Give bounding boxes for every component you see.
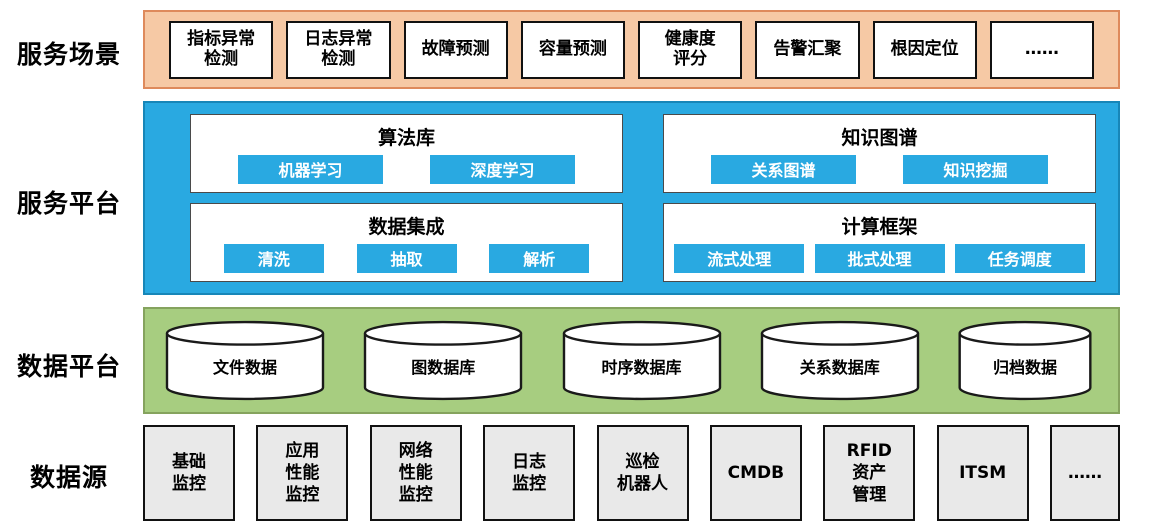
scenario-item-capacity: 容量预测 (520, 20, 625, 79)
source-basic-monitoring: 基础 监控 (143, 425, 235, 521)
data-platform-band: 文件数据 图数据库 时序数据库 关系数据库 (143, 307, 1120, 414)
database-label: 关系数据库 (799, 357, 880, 377)
cylinder-shape-icon (958, 320, 1092, 402)
button-knowledge-mining: 知识挖掘 (903, 154, 1048, 184)
database-cylinder-graph: 图数据库 (363, 320, 523, 402)
panel-algorithm-library: 算法库 机器学习 深度学习 (190, 114, 623, 193)
panel-knowledge-graph: 知识图谱 关系图谱 知识挖掘 (663, 114, 1096, 193)
button-cleaning: 清洗 (223, 243, 324, 273)
panel-computing-framework: 计算框架 流式处理 批式处理 任务调度 (663, 203, 1096, 282)
database-label: 时序数据库 (601, 357, 682, 377)
panel-button-row: 清洗 抽取 解析 (191, 243, 622, 273)
scenario-item-log-anomaly: 日志异常 检测 (286, 20, 391, 79)
database-cylinder-file: 文件数据 (165, 320, 325, 402)
database-label: 文件数据 (212, 357, 277, 377)
data-source-row: 基础 监控 应用 性能 监控 网络 性能 监控 日志 监控 巡检 机器人 CMD… (143, 425, 1120, 521)
scenario-item-fault-prediction: 故障预测 (403, 20, 508, 79)
cylinder-shape-icon (165, 320, 325, 402)
scenario-item-health-score: 健康度 评分 (638, 20, 743, 79)
layer-label-data-source: 数据源 (29, 463, 108, 492)
cylinder-shape-icon (562, 320, 722, 402)
panel-title: 算法库 (377, 127, 435, 150)
source-npm: 网络 性能 监控 (369, 425, 462, 521)
button-deep-learning: 深度学习 (430, 154, 575, 184)
scenario-item-metric-anomaly: 指标异常 检测 (169, 20, 274, 79)
database-cylinder-timeseries: 时序数据库 (562, 320, 722, 402)
panel-data-integration: 数据集成 清洗 抽取 解析 (190, 203, 623, 282)
panel-button-row: 机器学习 深度学习 (191, 154, 622, 184)
button-task-scheduling: 任务调度 (954, 243, 1085, 273)
source-more: …… (1050, 425, 1120, 521)
source-log-monitoring: 日志 监控 (483, 425, 576, 521)
button-relation-graph: 关系图谱 (711, 154, 856, 184)
button-extraction: 抽取 (356, 243, 457, 273)
source-rfid-asset: RFID 资产 管理 (823, 425, 916, 521)
scenario-item-root-cause: 根因定位 (872, 20, 977, 79)
panel-title: 知识图谱 (841, 127, 918, 150)
cylinder-shape-icon (760, 320, 920, 402)
database-label: 图数据库 (411, 357, 476, 377)
button-stream-processing: 流式处理 (674, 243, 805, 273)
scenario-item-alert-converge: 告警汇聚 (755, 20, 860, 79)
source-cmdb: CMDB (709, 425, 802, 521)
scenario-item-more: …… (989, 20, 1094, 79)
panel-button-row: 关系图谱 知识挖掘 (664, 154, 1095, 184)
database-label: 归档数据 (992, 357, 1057, 377)
layer-label-platform: 服务平台 (16, 189, 121, 218)
source-itsm: ITSM (936, 425, 1029, 521)
cylinder-shape-icon (363, 320, 523, 402)
layer-label-data-platform: 数据平台 (16, 352, 121, 381)
panel-title: 计算框架 (841, 216, 918, 239)
panel-title: 数据集成 (368, 216, 445, 239)
button-batch-processing: 批式处理 (814, 243, 945, 273)
scenario-band: 指标异常 检测 日志异常 检测 故障预测 容量预测 健康度 评分 告警汇聚 根因… (143, 10, 1120, 89)
panel-button-row: 流式处理 批式处理 任务调度 (664, 243, 1095, 273)
database-cylinder-archive: 归档数据 (958, 320, 1092, 402)
platform-band: 算法库 机器学习 深度学习 知识图谱 关系图谱 知识挖掘 数据集成 清洗 抽取 … (143, 101, 1120, 295)
button-parsing: 解析 (489, 243, 590, 273)
button-machine-learning: 机器学习 (238, 154, 383, 184)
source-inspection-robot: 巡检 机器人 (596, 425, 689, 521)
source-apm: 应用 性能 监控 (256, 425, 349, 521)
database-cylinder-relational: 关系数据库 (760, 320, 920, 402)
layer-label-scenario: 服务场景 (16, 40, 121, 69)
